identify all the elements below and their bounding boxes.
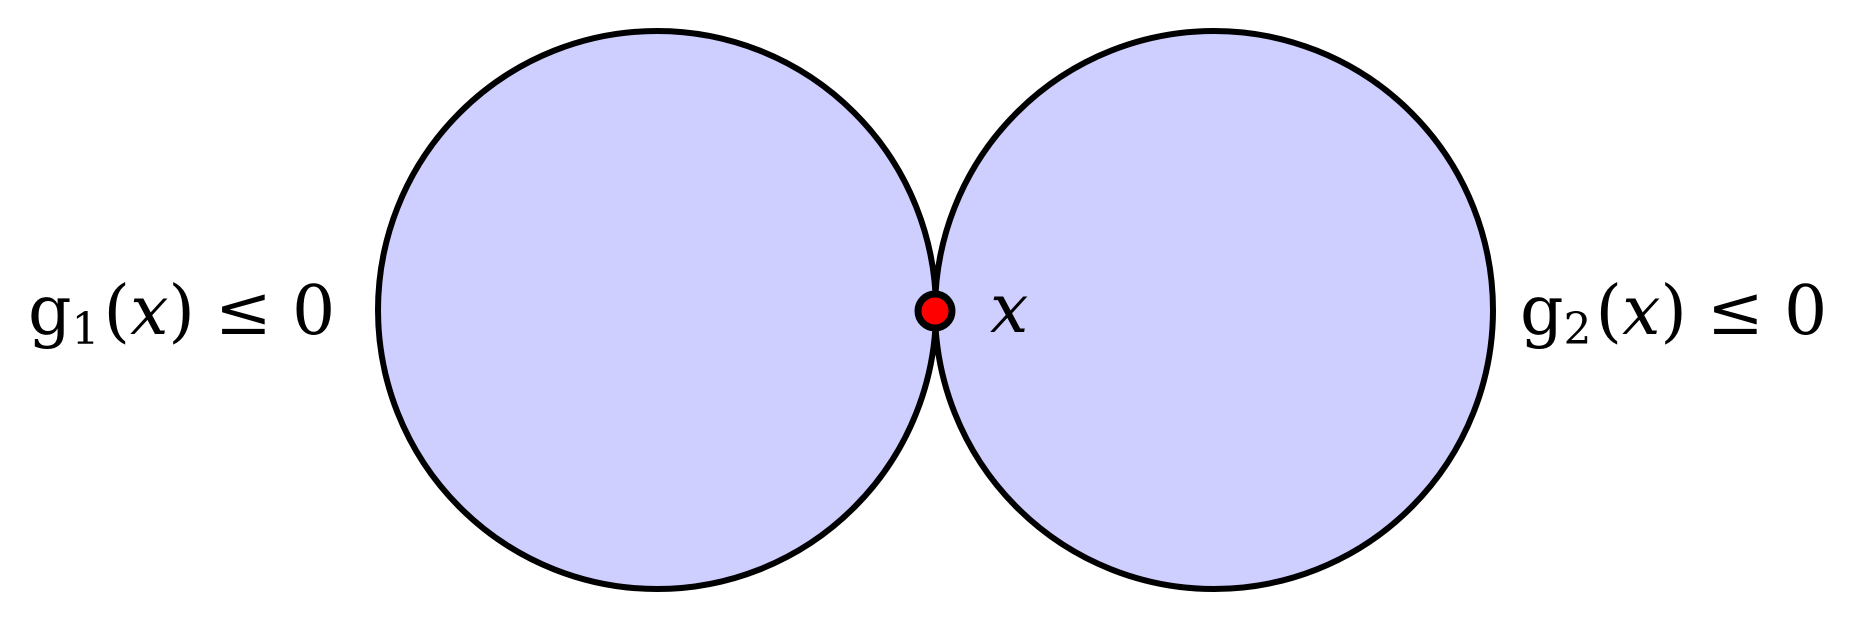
left-constraint-variable: x	[130, 272, 168, 351]
right-constraint-subscript: 2	[1564, 304, 1592, 355]
left-constraint-rhs: 0	[292, 272, 335, 351]
left-constraint-subscript: 1	[72, 304, 100, 355]
right-constraint-rhs: 0	[1784, 272, 1827, 351]
left-feasible-region	[375, 28, 939, 592]
right-constraint-variable: x	[1622, 272, 1660, 351]
right-constraint-function: g	[1520, 272, 1564, 351]
tangent-point-marker	[914, 290, 956, 332]
right-constraint-close-paren: )	[1660, 272, 1687, 351]
right-constraint-relation: ≤	[1707, 272, 1764, 351]
right-constraint-open-paren: (	[1596, 272, 1623, 351]
right-constraint-label: g2(x) ≤0	[1520, 272, 1827, 355]
left-constraint-open-paren: (	[104, 272, 131, 351]
point-label: x	[990, 270, 1028, 349]
left-constraint-label: g1(x) ≤0	[28, 272, 335, 355]
left-constraint-close-paren: )	[168, 272, 195, 351]
left-constraint-relation: ≤	[215, 272, 272, 351]
left-constraint-function: g	[28, 272, 72, 351]
